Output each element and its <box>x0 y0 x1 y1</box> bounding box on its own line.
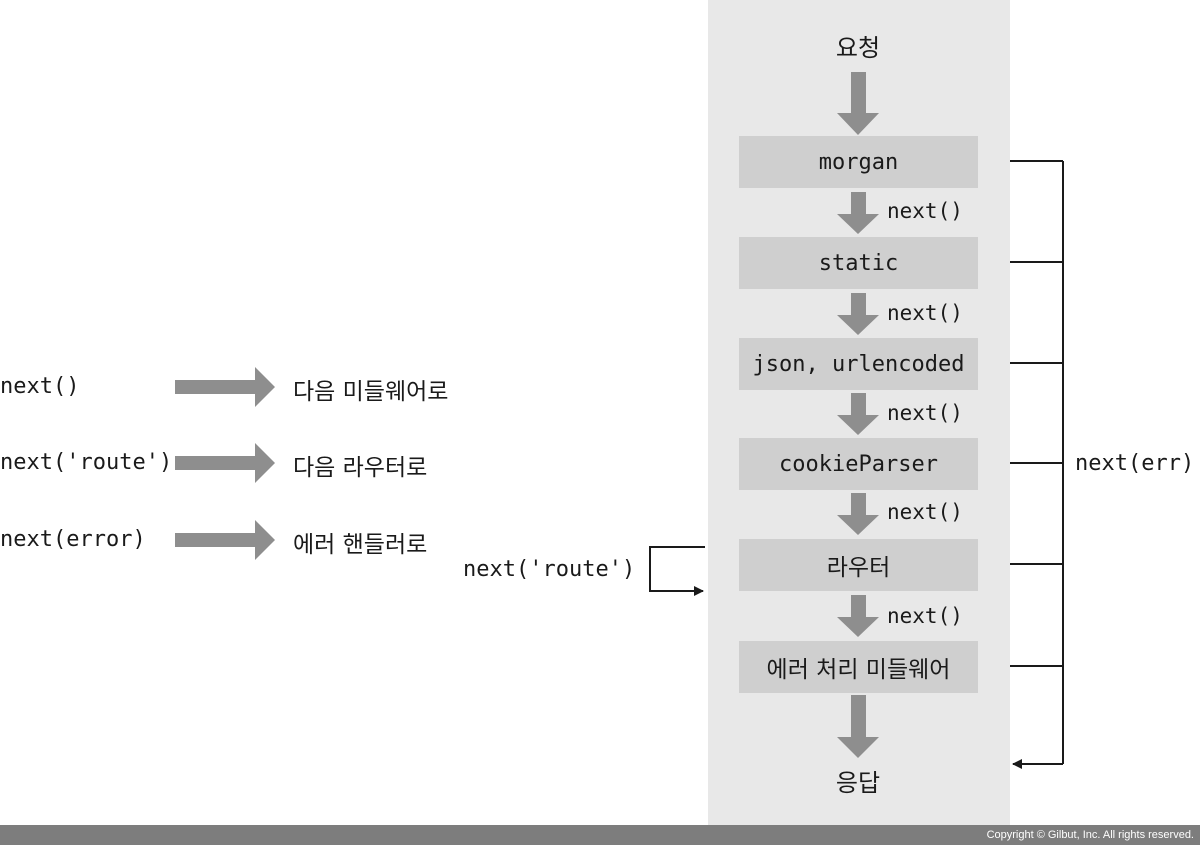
legend-code-route: next('route') <box>0 450 173 475</box>
step-label-1: next() <box>887 199 963 223</box>
legend-code-next: next() <box>0 374 80 399</box>
legend-meaning-error: 에러 핸들러로 <box>293 532 428 558</box>
flow-arrow-step-2 <box>837 293 879 335</box>
middleware-box-morgan: morgan <box>739 136 978 188</box>
route-loop-line <box>649 546 705 596</box>
legend-arrow-route <box>175 443 275 483</box>
legend-arrow-error <box>175 520 275 560</box>
legend-meaning-route: 다음 라우터로 <box>293 455 428 481</box>
diagram-arrows <box>175 72 1064 769</box>
flow-arrow-request <box>837 72 879 135</box>
copyright-text: Copyright © Gilbut, Inc. All rights rese… <box>986 829 1194 841</box>
step-label-3: next() <box>887 401 963 425</box>
middleware-box-router: 라우터 <box>739 539 978 591</box>
middleware-box-static: static <box>739 237 978 289</box>
error-label: next(err) <box>1075 451 1195 476</box>
middleware-box-json-urlencoded: json, urlencoded <box>739 338 978 390</box>
legend-code-error: next(error) <box>0 527 146 552</box>
middleware-box-cookieparser: cookieParser <box>739 438 978 490</box>
legend-meaning-next: 다음 미들웨어로 <box>293 379 449 405</box>
flow-arrow-step-4 <box>837 493 879 535</box>
copyright-footer: Copyright © Gilbut, Inc. All rights rese… <box>0 825 1200 845</box>
flow-arrow-response <box>837 695 879 758</box>
flow-arrow-step-1 <box>837 192 879 234</box>
legend-arrow-next <box>175 367 275 407</box>
step-label-4: next() <box>887 500 963 524</box>
step-label-5: next() <box>887 604 963 628</box>
request-label: 요청 <box>835 34 881 62</box>
route-loop-label: next('route') <box>463 557 636 582</box>
step-label-2: next() <box>887 301 963 325</box>
response-label: 응답 <box>835 769 881 797</box>
flow-arrow-step-3 <box>837 393 879 435</box>
middleware-box-error-handler: 에러 처리 미들웨어 <box>739 641 978 693</box>
flow-arrow-step-5 <box>837 595 879 637</box>
